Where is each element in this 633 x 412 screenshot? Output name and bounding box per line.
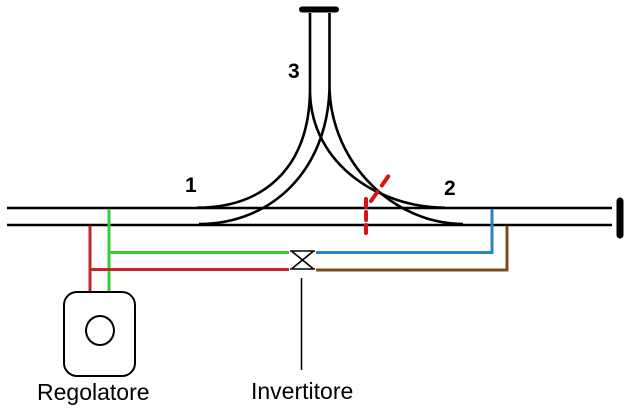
rail-gap-mark-diagonal: [369, 169, 394, 203]
wire-brown-feed: [316, 226, 509, 272]
inverter-symbol: [290, 250, 315, 270]
regulator-box: [63, 291, 136, 377]
track-label-2: 2: [444, 177, 456, 200]
turnout-curve-right-outer: [328, 88, 464, 226]
turnout-curve-right-inner: [308, 92, 446, 209]
wire-blue-feed: [316, 209, 494, 254]
regulator-label: Regolatore: [37, 379, 150, 405]
regulator-knob: [85, 315, 115, 346]
track-label-3: 3: [288, 60, 300, 83]
turnout-curve-left-outer: [196, 92, 312, 209]
inverter-label: Invertitore: [251, 378, 354, 404]
turnout-curve-left-inner: [198, 88, 331, 226]
track-label-1: 1: [185, 174, 197, 197]
